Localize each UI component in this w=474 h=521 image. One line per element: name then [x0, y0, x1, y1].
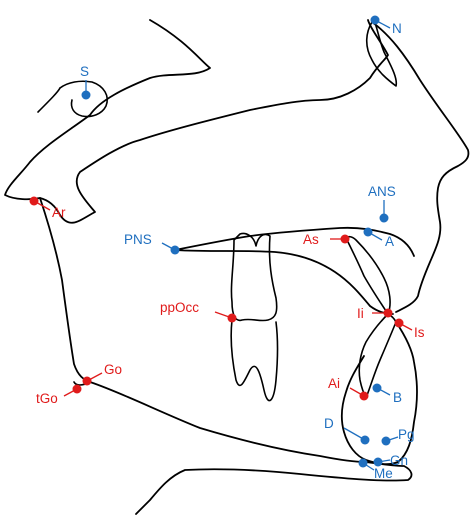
landmark-ar-leader — [33, 200, 51, 211]
cranial-base-outline — [4, 19, 389, 224]
landmark-go-leader — [86, 372, 103, 382]
landmark-me: Me — [358, 458, 393, 481]
landmark-n-label: N — [392, 21, 402, 36]
landmark-pns-label: PNS — [124, 232, 152, 247]
landmark-ii-label: Ii — [357, 306, 364, 321]
landmark-pns: PNS — [124, 232, 180, 255]
mandible-outline — [39, 197, 413, 515]
upper-incisor-outline — [345, 235, 391, 315]
symphysis-outline — [340, 321, 418, 466]
landmark-go: Go — [82, 362, 122, 386]
soft-tissue-profile — [371, 21, 470, 313]
landmark-gn: Gn — [373, 453, 408, 468]
orbit-outline — [365, 21, 398, 87]
landmark-b-label: B — [393, 390, 402, 405]
landmark-as-label: As — [303, 232, 319, 247]
maxilla-outline — [174, 226, 415, 257]
landmark-pg-label: Pg — [398, 427, 415, 442]
landmark-ans: ANS — [368, 184, 396, 223]
landmark-pg-leader — [385, 436, 399, 442]
landmark-ppocc: ppOcc — [160, 300, 237, 323]
landmark-a: A — [363, 227, 394, 249]
landmark-me-leader — [362, 462, 375, 471]
landmark-d: D — [324, 416, 370, 445]
landmark-go-label: Go — [104, 362, 122, 377]
landmark-d-leader — [343, 427, 366, 441]
landmark-b-leader — [376, 387, 391, 396]
palatal-plane-outline — [174, 249, 394, 315]
landmark-ans-label: ANS — [368, 184, 396, 199]
landmark-tgo: tGo — [36, 384, 82, 406]
landmark-pg: Pg — [381, 427, 415, 446]
landmark-is: Is — [394, 318, 425, 340]
landmark-is-leader — [398, 322, 413, 331]
landmark-a-label: A — [385, 234, 394, 249]
landmark-as: As — [303, 232, 350, 247]
landmark-me-label: Me — [374, 466, 393, 481]
landmark-pns-leader — [161, 242, 176, 251]
landmark-n: N — [370, 15, 402, 36]
landmark-is-label: Is — [414, 325, 425, 340]
sella-turcica-outline — [59, 80, 108, 118]
landmark-b: B — [372, 383, 402, 405]
landmark-ii: Ii — [357, 306, 393, 321]
landmark-ai: Ai — [328, 376, 369, 401]
landmark-gn-label: Gn — [390, 453, 408, 468]
molar-outline — [230, 232, 279, 402]
landmark-gn-leader — [377, 459, 391, 463]
landmark-s: S — [80, 64, 91, 100]
landmark-ar: Ar — [29, 196, 66, 220]
landmark-ai-leader — [349, 387, 365, 397]
landmark-n-leader — [374, 19, 391, 29]
landmark-ppocc-label: ppOcc — [160, 300, 199, 315]
landmark-ar-label: Ar — [52, 205, 66, 220]
landmark-s-label: S — [80, 64, 89, 79]
landmark-tgo-leader — [63, 388, 78, 397]
landmark-a-leader — [367, 231, 383, 241]
landmark-tgo-label: tGo — [36, 391, 58, 406]
sella-roof-outline — [37, 87, 61, 113]
landmark-d-label: D — [324, 416, 334, 431]
landmark-ai-label: Ai — [328, 376, 340, 391]
landmark-ppocc-leader — [214, 311, 233, 319]
landmarks: S N Ar ANS A PNS — [29, 15, 425, 481]
